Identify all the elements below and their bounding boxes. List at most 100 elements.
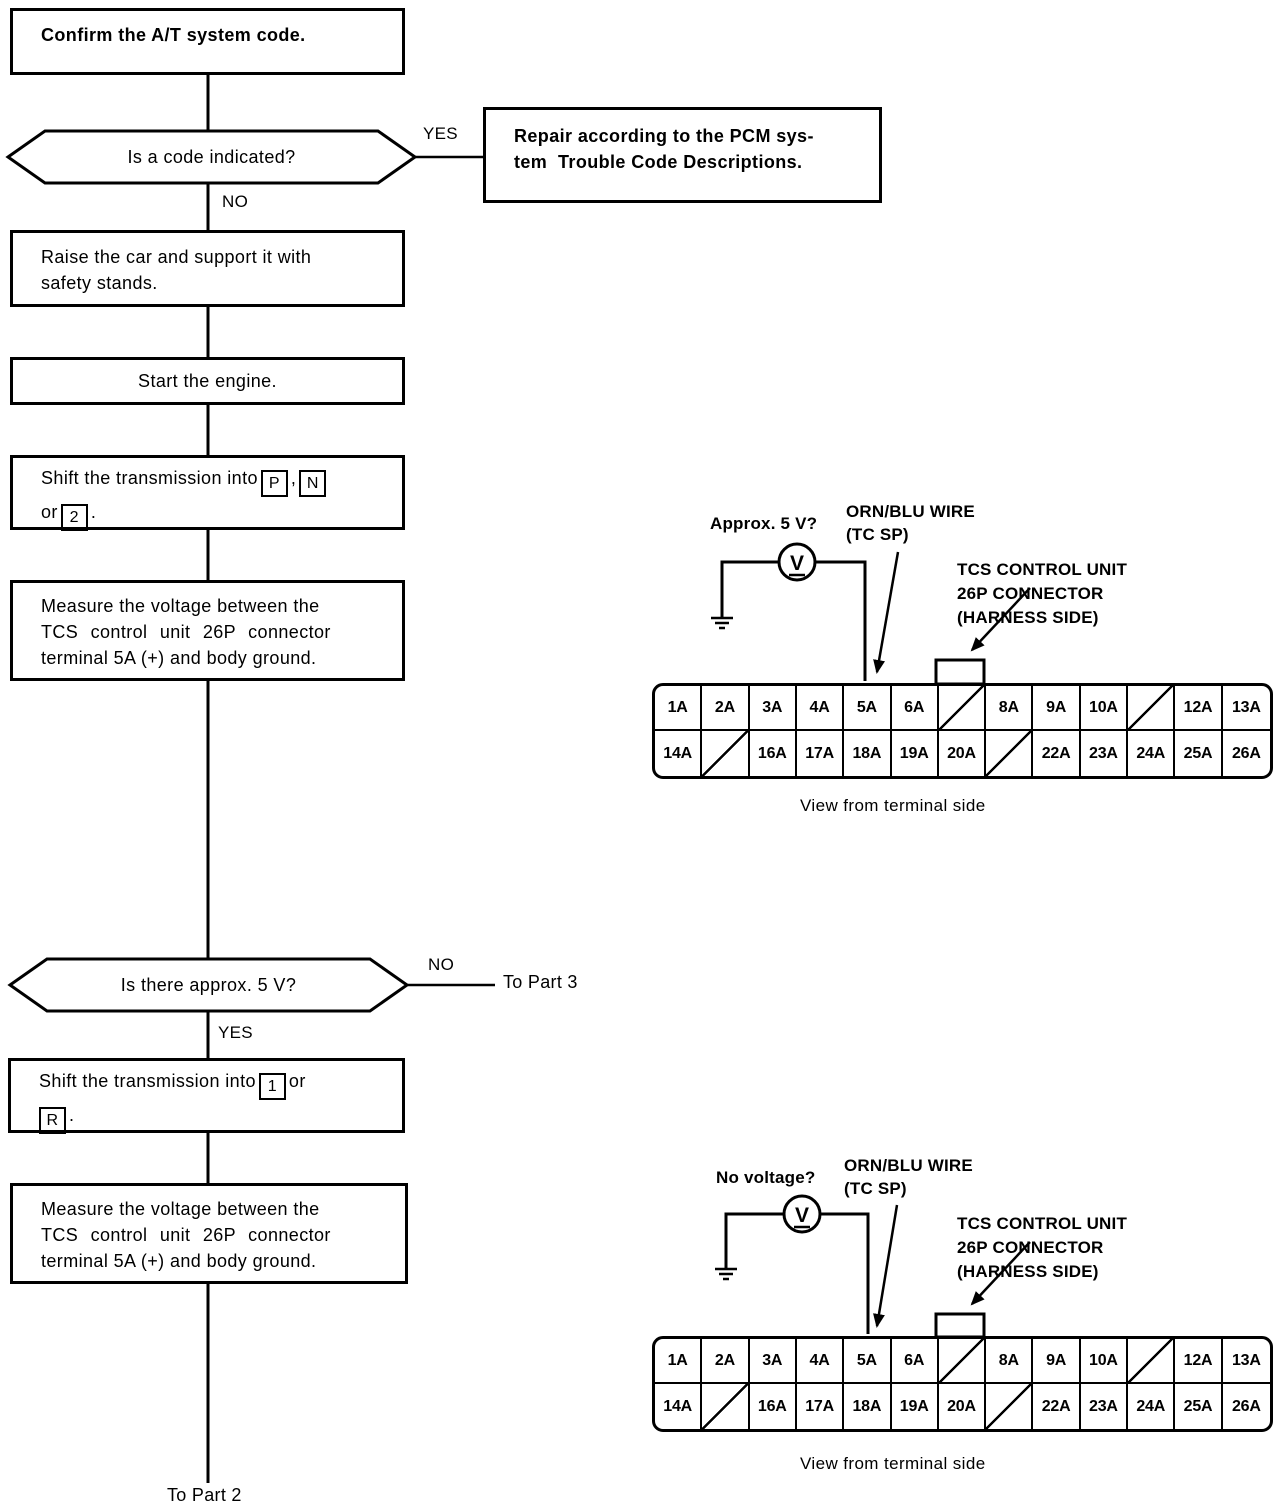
diagram1-question-label: Approx. 5 V? bbox=[710, 514, 818, 533]
measure2-line1: Measure the voltage between the bbox=[41, 1199, 320, 1219]
connector-pin-25A: 25A bbox=[1175, 731, 1223, 776]
connector-lock-tab bbox=[934, 658, 986, 686]
shift-1r-line2: R. bbox=[39, 1100, 396, 1134]
connector-pin-6A: 6A bbox=[891, 686, 939, 731]
to-part3-label: To Part 3 bbox=[503, 972, 578, 992]
start-engine-text: Start the engine. bbox=[138, 371, 277, 391]
connector-blocked-cell bbox=[702, 1384, 750, 1429]
connector-pin-17A: 17A bbox=[797, 1384, 845, 1429]
unit-label-line3: (HARNESS SIDE) bbox=[957, 1262, 1099, 1281]
voltmeter-icon bbox=[782, 1194, 822, 1234]
connector-blocked-cell bbox=[938, 686, 987, 731]
diagram1-caption: View from terminal side bbox=[800, 796, 986, 815]
repair-text-line1: Repair according to the PCM sys- bbox=[514, 126, 814, 146]
voltmeter-probe-wire bbox=[820, 1212, 870, 1334]
connector-blocked-cell bbox=[1128, 686, 1176, 731]
measure1-line3: terminal 5A (+) and body ground. bbox=[41, 648, 317, 668]
process-box-start-engine: Start the engine. bbox=[10, 357, 405, 405]
connector-pin-3A: 3A bbox=[749, 1339, 797, 1384]
measure1-line2: TCS control unit 26P connector bbox=[41, 622, 331, 642]
decision2-yes-label: YES bbox=[218, 1023, 253, 1042]
shift-pn2-prefix: Shift the transmission into bbox=[41, 468, 258, 488]
unit-label-line2: 26P CONNECTOR bbox=[957, 584, 1104, 603]
diagram1-unit-label: TCS CONTROL UNIT 26P CONNECTOR (HARNESS … bbox=[957, 558, 1127, 630]
gear-key-P: P bbox=[260, 470, 288, 497]
decision2-text: Is there approx. 5 V? bbox=[120, 974, 297, 995]
unit-label-line3: (HARNESS SIDE) bbox=[957, 608, 1099, 627]
unit-label-line1: TCS CONTROL UNIT bbox=[957, 1214, 1128, 1233]
connector-pin-23A: 23A bbox=[1081, 731, 1129, 776]
connector-label-arrow bbox=[970, 587, 1031, 652]
unit-label-line2: 26P CONNECTOR bbox=[957, 1238, 1104, 1257]
decision1-no-label: NO bbox=[222, 192, 249, 211]
shift-pn2-separator: , bbox=[290, 468, 297, 488]
connector-pin-5A: 5A bbox=[844, 686, 892, 731]
measure2-line2: TCS control unit 26P connector bbox=[41, 1225, 331, 1245]
diagram2-unit-label: TCS CONTROL UNIT 26P CONNECTOR (HARNESS … bbox=[957, 1212, 1127, 1284]
process-box-text: Confirm the A/T system code. bbox=[41, 25, 306, 45]
wire-label-line2: (TC SP) bbox=[846, 525, 909, 544]
connector-pin-20A: 20A bbox=[939, 731, 987, 776]
repair-text-line2: tem Trouble Code Descriptions. bbox=[514, 152, 803, 172]
diagram1-circuit: V bbox=[711, 542, 1031, 686]
decision2-no-label: NO bbox=[428, 955, 455, 974]
wire-label-arrow bbox=[873, 551, 900, 674]
voltmeter-ground-wire bbox=[724, 1212, 784, 1269]
voltmeter-icon bbox=[777, 542, 817, 582]
process-box-measure-voltage-1: Measure the voltage between the TCS cont… bbox=[10, 580, 405, 681]
gear-key-R: R bbox=[39, 1107, 66, 1134]
to-part2-label: To Part 2 bbox=[167, 1485, 242, 1505]
connector-pin-8A: 8A bbox=[986, 1339, 1034, 1384]
decision1-yes-label: YES bbox=[423, 124, 458, 143]
connector-pin-2A: 2A bbox=[702, 686, 750, 731]
shift-pn2-or: or bbox=[41, 502, 58, 522]
connector-pin-12A: 12A bbox=[1175, 686, 1223, 731]
raise-car-line2: safety stands. bbox=[41, 273, 158, 293]
decision2-hexagon bbox=[7, 957, 410, 1013]
measure1-line1: Measure the voltage between the bbox=[41, 596, 320, 616]
gear-key-N: N bbox=[299, 470, 327, 497]
connector-pin-16A: 16A bbox=[750, 1384, 797, 1429]
shift-1r-prefix: Shift the transmission into bbox=[39, 1071, 256, 1091]
connector-pin-18A: 18A bbox=[844, 1384, 892, 1429]
process-box-confirm-code: Confirm the A/T system code. bbox=[10, 8, 405, 75]
wire-label-line1: ORN/BLU WIRE bbox=[844, 1156, 973, 1175]
connector-blocked-cell bbox=[986, 731, 1034, 776]
connector-pin-22A: 22A bbox=[1033, 1384, 1081, 1429]
wire-label-line2: (TC SP) bbox=[844, 1179, 907, 1198]
process-box-raise-car: Raise the car and support it with safety… bbox=[10, 230, 405, 307]
connector-pin-10A: 10A bbox=[1080, 686, 1129, 731]
decision1-text: Is a code indicated? bbox=[127, 146, 296, 167]
connector-pin-1A: 1A bbox=[655, 686, 703, 731]
connector-pin-18A: 18A bbox=[844, 731, 892, 776]
connector-blocked-cell bbox=[702, 731, 750, 776]
voltmeter-ground-wire bbox=[720, 560, 779, 618]
connector-pin-22A: 22A bbox=[1033, 731, 1081, 776]
connector-pin-19A: 19A bbox=[892, 731, 939, 776]
connector-pin-26A: 26A bbox=[1231, 1397, 1261, 1415]
voltmeter-symbol: V bbox=[790, 552, 804, 575]
connector-pin-16A: 16A bbox=[750, 731, 797, 776]
diagram2-circuit: V bbox=[715, 1194, 1031, 1339]
connector-pin-17A: 17A bbox=[797, 731, 845, 776]
raise-car-line1: Raise the car and support it with bbox=[41, 247, 312, 267]
connector-pin-24A: 24A bbox=[1128, 1384, 1176, 1429]
connector-pin-9A: 9A bbox=[1033, 1339, 1081, 1384]
connector-pin-2A: 2A bbox=[702, 1339, 750, 1384]
process-box-measure-voltage-2: Measure the voltage between the TCS cont… bbox=[10, 1183, 408, 1284]
connector-pin-24A: 24A bbox=[1128, 731, 1176, 776]
shift-1r-period: . bbox=[69, 1105, 75, 1125]
connector-pin-3A: 3A bbox=[749, 686, 797, 731]
unit-label-line1: TCS CONTROL UNIT bbox=[957, 560, 1128, 579]
measure2-line3: terminal 5A (+) and body ground. bbox=[41, 1251, 317, 1271]
voltmeter-probe-wire bbox=[815, 560, 867, 681]
decision1-hexagon bbox=[5, 129, 418, 185]
diagram2-question-label: No voltage? bbox=[716, 1168, 816, 1187]
